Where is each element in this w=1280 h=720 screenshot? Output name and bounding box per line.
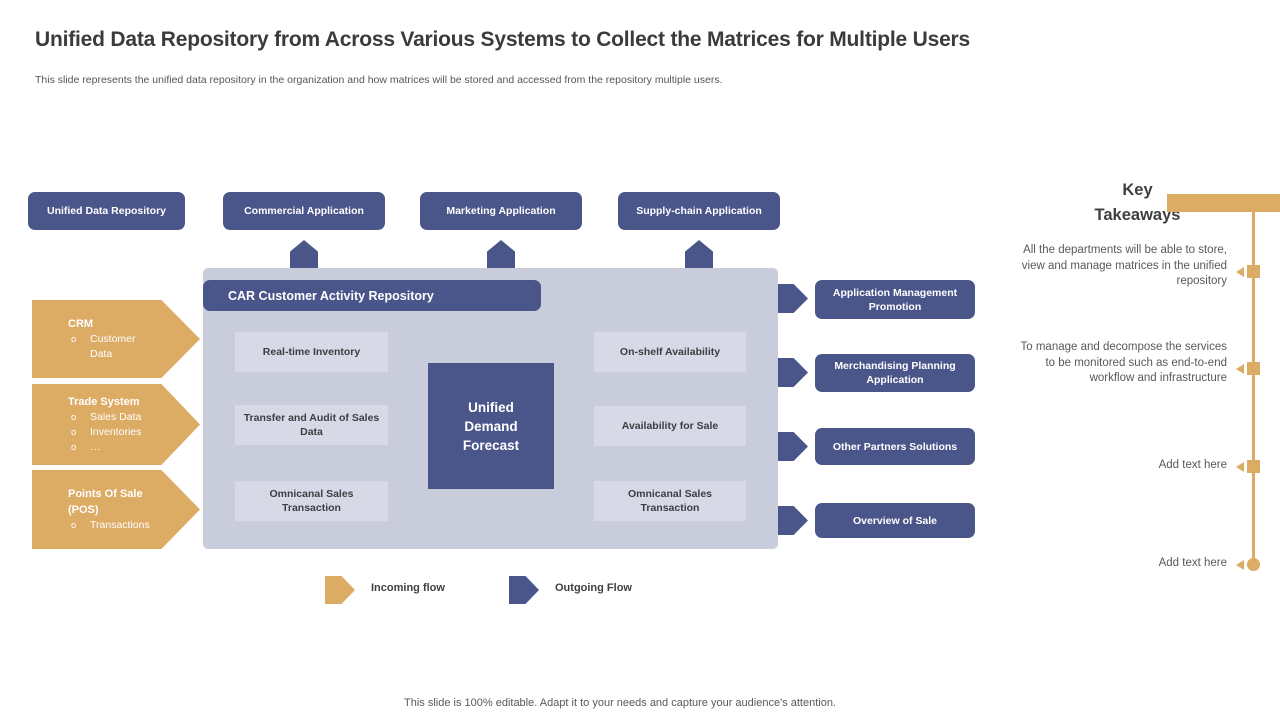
slide-subtitle: This slide represents the unified data r… — [35, 74, 723, 86]
incoming-flow-arrow-icon — [325, 576, 355, 604]
outgoing-flow-arrow-icon — [509, 576, 539, 604]
bullet-marker: o — [71, 427, 77, 438]
slide-footer-note: This slide is 100% editable. Adapt it to… — [404, 697, 836, 709]
source-bullet: o Sales Data — [68, 410, 160, 425]
unified-demand-forecast-box: Unified Demand Forecast — [428, 363, 554, 489]
top-box-marketing-application: Marketing Application — [420, 192, 582, 230]
source-title: Trade System — [68, 396, 140, 408]
key-takeaways-title: Key Takeaways — [1094, 181, 1181, 224]
bullet-marker: o — [71, 520, 77, 531]
repo-item-omnicanal-sales-transaction-right: Omnicanal Sales Transaction — [594, 481, 746, 521]
source-bullet: o Transactions — [68, 518, 160, 533]
legend-label-outgoing: Outgoing Flow — [555, 582, 632, 594]
takeaway-pointer-icon — [1236, 560, 1244, 570]
bullet-marker: o — [71, 334, 77, 345]
source-bullet: o … — [68, 440, 160, 455]
source-title: CRM — [68, 318, 94, 330]
legend-label-incoming: Incoming flow — [371, 582, 445, 594]
takeaway-item: To manage and decompose the services to … — [1020, 341, 1227, 384]
takeaway-marker-square-icon — [1247, 460, 1260, 473]
outgoing-arrow-icon — [778, 506, 808, 535]
takeaway-pointer-icon — [1236, 267, 1244, 277]
source-bullet-label: Transactions — [90, 519, 150, 531]
source-arrow-crm: CRM o Customer Data — [32, 300, 200, 378]
source-bullet-label: Inventories — [90, 426, 142, 438]
source-bullet: o Inventories — [68, 425, 160, 440]
outgoing-arrow-icon — [778, 358, 808, 387]
repo-item-on-shelf-availability: On-shelf Availability — [594, 332, 746, 372]
up-arrow-icon — [685, 240, 713, 269]
takeaway-pointer-icon — [1236, 364, 1244, 374]
repo-item-availability-for-sale: Availability for Sale — [594, 406, 746, 446]
car-repository-header: CAR Customer Activity Repository — [203, 280, 541, 311]
source-bullet: o Customer Data — [68, 332, 160, 362]
source-bullet-label: Customer Data — [90, 333, 136, 360]
takeaway-item: All the departments will be able to stor… — [1021, 244, 1227, 287]
key-takeaways-timeline — [1252, 211, 1255, 566]
outgoing-arrow-icon — [778, 432, 808, 461]
repo-item-transfer-audit-sales-data: Transfer and Audit of Sales Data — [235, 405, 388, 445]
source-bullet-label: Sales Data — [90, 411, 142, 423]
takeaway-marker-square-icon — [1247, 265, 1260, 278]
bullet-marker: o — [71, 412, 77, 423]
repo-item-real-time-inventory: Real-time Inventory — [235, 332, 388, 372]
up-arrow-icon — [487, 240, 515, 269]
bullet-marker: o — [71, 442, 77, 453]
source-bullet-label: … — [90, 441, 101, 453]
top-box-commercial-application: Commercial Application — [223, 192, 385, 230]
takeaway-marker-square-icon — [1247, 362, 1260, 375]
takeaway-marker-circle-icon — [1247, 558, 1260, 571]
up-arrow-icon — [290, 240, 318, 269]
takeaway-pointer-icon — [1236, 462, 1244, 472]
source-title: Points Of Sale (POS) — [68, 488, 143, 516]
outgoing-arrow-icon — [778, 284, 808, 313]
takeaway-placeholder[interactable]: Add text here — [1158, 459, 1227, 471]
output-box-merchandising-planning-application: Merchandising Planning Application — [815, 354, 975, 392]
source-arrow-points-of-sale: Points Of Sale (POS) o Transactions — [32, 470, 200, 549]
repo-item-omnicanal-sales-transaction-left: Omnicanal Sales Transaction — [235, 481, 388, 521]
top-box-unified-data-repository: Unified Data Repository — [28, 192, 185, 230]
page-title: Unified Data Repository from Across Vari… — [35, 28, 970, 51]
output-box-other-partners-solutions: Other Partners Solutions — [815, 428, 975, 465]
takeaway-placeholder[interactable]: Add text here — [1158, 557, 1227, 569]
key-takeaways-bar — [1167, 194, 1280, 212]
top-box-supply-chain-application: Supply-chain Application — [618, 192, 780, 230]
output-box-overview-of-sale: Overview of Sale — [815, 503, 975, 538]
source-arrow-trade-system: Trade System o Sales Data o Inventories … — [32, 384, 200, 465]
output-box-application-management-promotion: Application Management Promotion — [815, 280, 975, 319]
